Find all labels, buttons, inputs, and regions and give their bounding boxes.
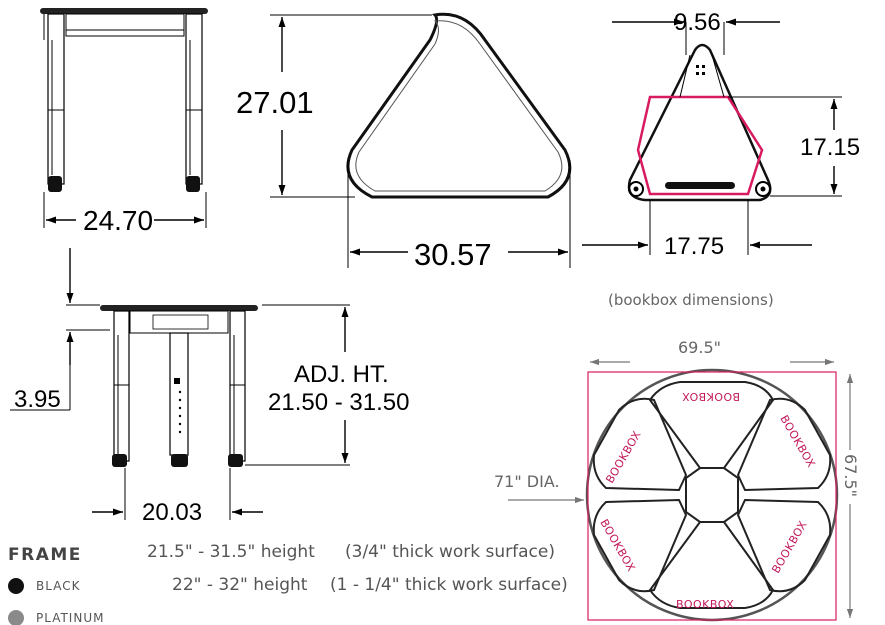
- frame-title: FRAME: [8, 545, 82, 565]
- top-view-drawing: [270, 12, 572, 268]
- front-view-drawing: [66, 304, 350, 520]
- cluster-height-label: 67.5": [841, 454, 860, 497]
- bookbox-top-label: 9.56: [674, 9, 721, 36]
- cluster-height-label-bg: [841, 450, 859, 504]
- bookbox-label-upper-left: BOOKBOX: [603, 429, 643, 486]
- cluster-width-label: 69.5": [678, 338, 721, 357]
- frame-option-black[interactable]: BLACK: [36, 579, 81, 593]
- adj-height-title: ADJ. HT.: [294, 361, 389, 388]
- side-width-label: 24.70: [83, 205, 153, 236]
- top-height-label: 27.01: [236, 85, 314, 120]
- frame-swatch-platinum[interactable]: [8, 610, 24, 625]
- cluster-drawing: [585, 368, 839, 622]
- adj-height-range: 21.50 - 31.50: [268, 389, 409, 416]
- bookbox-label-lower-left: BOOKBOX: [597, 517, 637, 574]
- bookbox-label-bottom: BOOKBOX: [676, 598, 734, 611]
- side-view-drawing: [40, 8, 208, 228]
- cluster-diameter-label: 71" DIA.: [494, 472, 560, 491]
- height-surface-1: (3/4" thick work surface): [345, 542, 555, 562]
- bookbox-caption: (bookbox dimensions): [608, 291, 774, 309]
- frame-option-platinum[interactable]: PLATINUM: [36, 611, 104, 625]
- bookbox-label-lower-right: BOOKBOX: [769, 519, 809, 576]
- front-width-label: 20.03: [142, 499, 202, 526]
- height-range-2: 22" - 32" height: [172, 575, 308, 595]
- bookbox-label-top: BOOKBOX: [682, 390, 740, 403]
- bookbox-drawing: [627, 22, 842, 255]
- bookbox-height-label: 17.15: [800, 134, 860, 161]
- height-range-1: 21.5" - 31.5" height: [147, 542, 315, 562]
- frame-swatch-black[interactable]: [8, 578, 24, 594]
- height-surface-2: (1 - 1/4" thick work surface): [330, 575, 568, 595]
- front-offset-label: 3.95: [14, 386, 61, 413]
- bookbox-width-label: 17.75: [664, 233, 724, 260]
- top-width-label: 30.57: [414, 237, 492, 272]
